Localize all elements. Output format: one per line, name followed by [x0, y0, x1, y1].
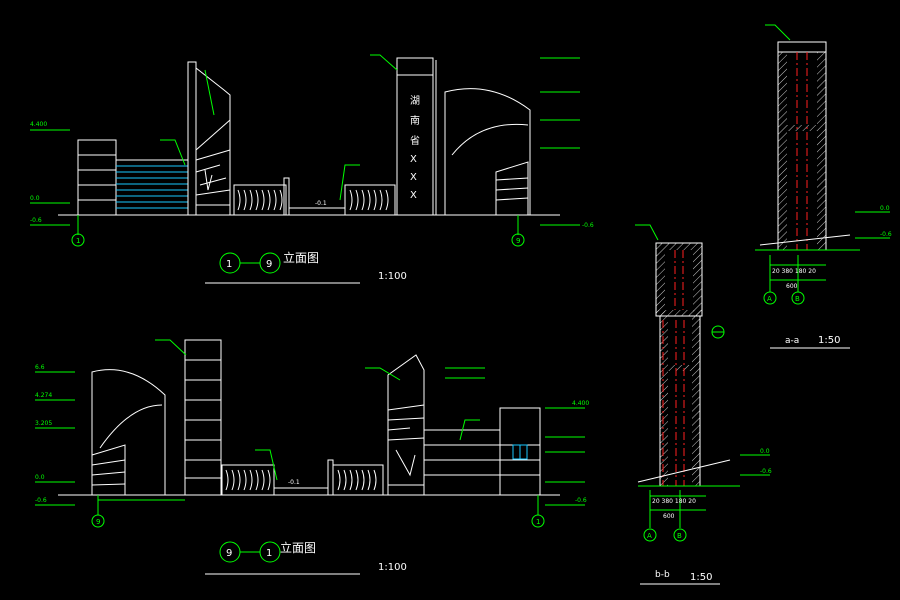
sign-column [396, 57, 434, 216]
svg-text:600: 600 [663, 513, 675, 520]
sign-char-3: 省 [410, 134, 420, 147]
title2-axis-b: 1 [266, 548, 272, 559]
svg-text:20 380 180 20: 20 380 180 20 [652, 498, 696, 505]
svg-text:0.0: 0.0 [760, 448, 770, 455]
svg-text:-0.6: -0.6 [35, 497, 47, 504]
arch-frame-2 [91, 369, 166, 495]
svg-text:3.205: 3.205 [35, 420, 52, 427]
title2-scale: 1:100 [378, 562, 407, 573]
left-wall-block [77, 139, 117, 216]
level-marks-left-2: 6.6 4.274 3.205 0.0 -0.6 [35, 364, 75, 506]
svg-text:4.400: 4.400 [30, 121, 47, 128]
svg-text:-0.6: -0.6 [582, 222, 594, 229]
section-b-scale: 1:50 [690, 572, 712, 583]
arch-frame [444, 88, 531, 215]
svg-text:-0.6: -0.6 [575, 497, 587, 504]
gate-post [283, 177, 290, 216]
svg-text:A: A [647, 532, 652, 540]
svg-text:1: 1 [76, 237, 80, 245]
svg-text:-0.6: -0.6 [760, 468, 772, 475]
title-scale: 1:100 [378, 271, 407, 282]
tower-body [195, 67, 231, 215]
axis-bubble-b [791, 291, 805, 305]
svg-text:600: 600 [786, 283, 798, 290]
title2-text: 立面图 [280, 540, 316, 555]
sign-char-5: X [410, 172, 417, 183]
axis-bubble-a [763, 291, 777, 305]
section-a-label: a-a [785, 336, 799, 346]
svg-text:9: 9 [516, 237, 520, 245]
svg-text:1: 1 [536, 518, 540, 526]
axis-bubble-9b [91, 514, 105, 528]
svg-text:-0.1: -0.1 [315, 200, 327, 207]
sign-char-6: X [410, 190, 417, 201]
svg-text:9: 9 [96, 518, 100, 526]
sign-char-1: 湖 [410, 95, 420, 107]
svg-text:A: A [767, 295, 772, 303]
axis-bubble-9 [511, 233, 525, 247]
svg-text:6.6: 6.6 [35, 364, 45, 371]
section-b-b: 0.0 -0.6 A B 20 380 180 20 600 b-b 1:50 [635, 224, 772, 585]
section-a-scale: 1:50 [818, 335, 840, 346]
svg-text:-0.1: -0.1 [288, 479, 300, 486]
fence-left [233, 184, 287, 216]
fence-left-2 [221, 464, 275, 496]
elevation-9-1-title: 9 1 立面图 1:100 [205, 540, 407, 575]
level-marks-right: -0.6 [540, 57, 594, 229]
section-b-label: b-b [655, 570, 670, 580]
svg-text:20 380 180 20: 20 380 180 20 [772, 268, 816, 275]
level-marks-left: 4.400 0.0 -0.6 [30, 121, 70, 226]
svg-text:B: B [677, 532, 682, 540]
level-marks-right-2: 4.400 -0.6 [445, 367, 589, 506]
tower-body-2 [387, 354, 425, 495]
elevation-9-1: 9 1 6.6 4.274 3.205 0.0 -0.6 4.400 -0.6 [35, 339, 589, 575]
elevation-1-9: 湖 南 省 X X X 1 9 4.400 0.0 -0.6 [30, 54, 594, 284]
fence-right-2 [332, 464, 384, 496]
title-axis-b: 9 [266, 259, 272, 270]
svg-text:4.400: 4.400 [572, 400, 589, 407]
title-axis-a: 1 [226, 259, 232, 270]
fence-right [344, 184, 396, 216]
title-text: 立面图 [283, 250, 319, 265]
tower-post-left [187, 61, 197, 216]
svg-text:0.0: 0.0 [30, 195, 40, 202]
elevation-1-9-title: 1 9 立面图 1:100 [205, 250, 407, 284]
svg-text:-0.6: -0.6 [880, 231, 892, 238]
sign-char-4: X [410, 154, 417, 165]
title2-axis-a: 9 [226, 548, 232, 559]
svg-text:0.0: 0.0 [35, 474, 45, 481]
svg-text:4.274: 4.274 [35, 392, 52, 399]
axis-bubble-a2 [643, 528, 657, 542]
right-wall-block [423, 429, 501, 496]
sign-column-2 [184, 339, 222, 496]
axis-bubble-1 [71, 233, 85, 247]
sign-char-2: 南 [410, 114, 420, 127]
axis-bubble-b2 [673, 528, 687, 542]
section-a-a: 0.0 -0.6 A B 20 380 180 20 600 a-a 1:50 [755, 24, 892, 349]
svg-text:0.0: 0.0 [880, 205, 890, 212]
axis-bubble-1b [531, 514, 545, 528]
cyan-stripe-panel [116, 165, 188, 209]
svg-text:B: B [795, 295, 800, 303]
svg-text:-0.6: -0.6 [30, 217, 42, 224]
